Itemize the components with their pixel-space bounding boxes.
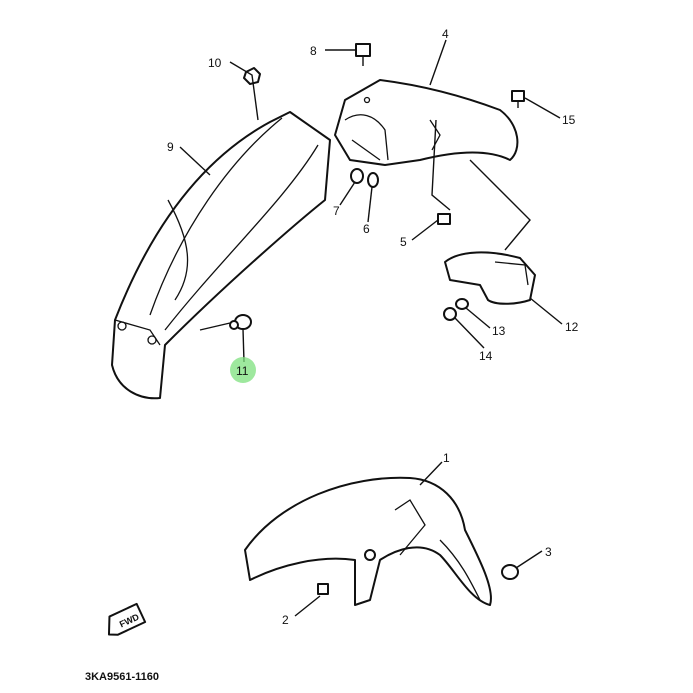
fastener-3[interactable] xyxy=(501,564,519,580)
callout-4[interactable]: 4 xyxy=(442,27,449,41)
drawing-code: 3KA9561-1160 xyxy=(85,671,159,683)
callout-3[interactable]: 3 xyxy=(545,545,552,559)
callout-10[interactable]: 10 xyxy=(208,56,222,70)
fastener-13[interactable] xyxy=(455,298,469,310)
callout-1[interactable]: 1 xyxy=(443,451,450,465)
fwd-arrow-icon: FWD xyxy=(107,602,147,636)
callout-15[interactable]: 15 xyxy=(562,113,576,127)
fastener-2[interactable] xyxy=(317,583,329,595)
callout-13[interactable]: 13 xyxy=(492,324,506,338)
callout-2[interactable]: 2 xyxy=(282,613,289,627)
fastener-15[interactable] xyxy=(511,90,525,108)
fastener-11[interactable] xyxy=(229,314,252,330)
callout-7[interactable]: 7 xyxy=(333,204,340,218)
callout-11[interactable]: 11 xyxy=(236,364,249,378)
part-front-fender[interactable] xyxy=(244,476,492,606)
part-bracket[interactable] xyxy=(444,251,536,305)
highlight-marker xyxy=(230,357,256,383)
callout-6[interactable]: 6 xyxy=(363,222,370,236)
callout-5[interactable]: 5 xyxy=(400,235,407,249)
fastener-6[interactable] xyxy=(367,172,379,188)
leader-lines xyxy=(179,39,563,617)
callout-12[interactable]: 12 xyxy=(565,320,579,334)
part-rear-fender[interactable] xyxy=(111,111,331,400)
callout-8[interactable]: 8 xyxy=(310,44,317,58)
fastener-5[interactable] xyxy=(437,213,451,225)
fastener-8[interactable] xyxy=(355,43,371,66)
fastener-front[interactable] xyxy=(364,549,376,561)
fastener-7[interactable] xyxy=(350,168,364,184)
callout-14[interactable]: 14 xyxy=(479,349,493,363)
part-fender-front-section[interactable] xyxy=(334,79,519,166)
callout-9[interactable]: 9 xyxy=(167,140,174,154)
fastener-14[interactable] xyxy=(443,307,457,321)
